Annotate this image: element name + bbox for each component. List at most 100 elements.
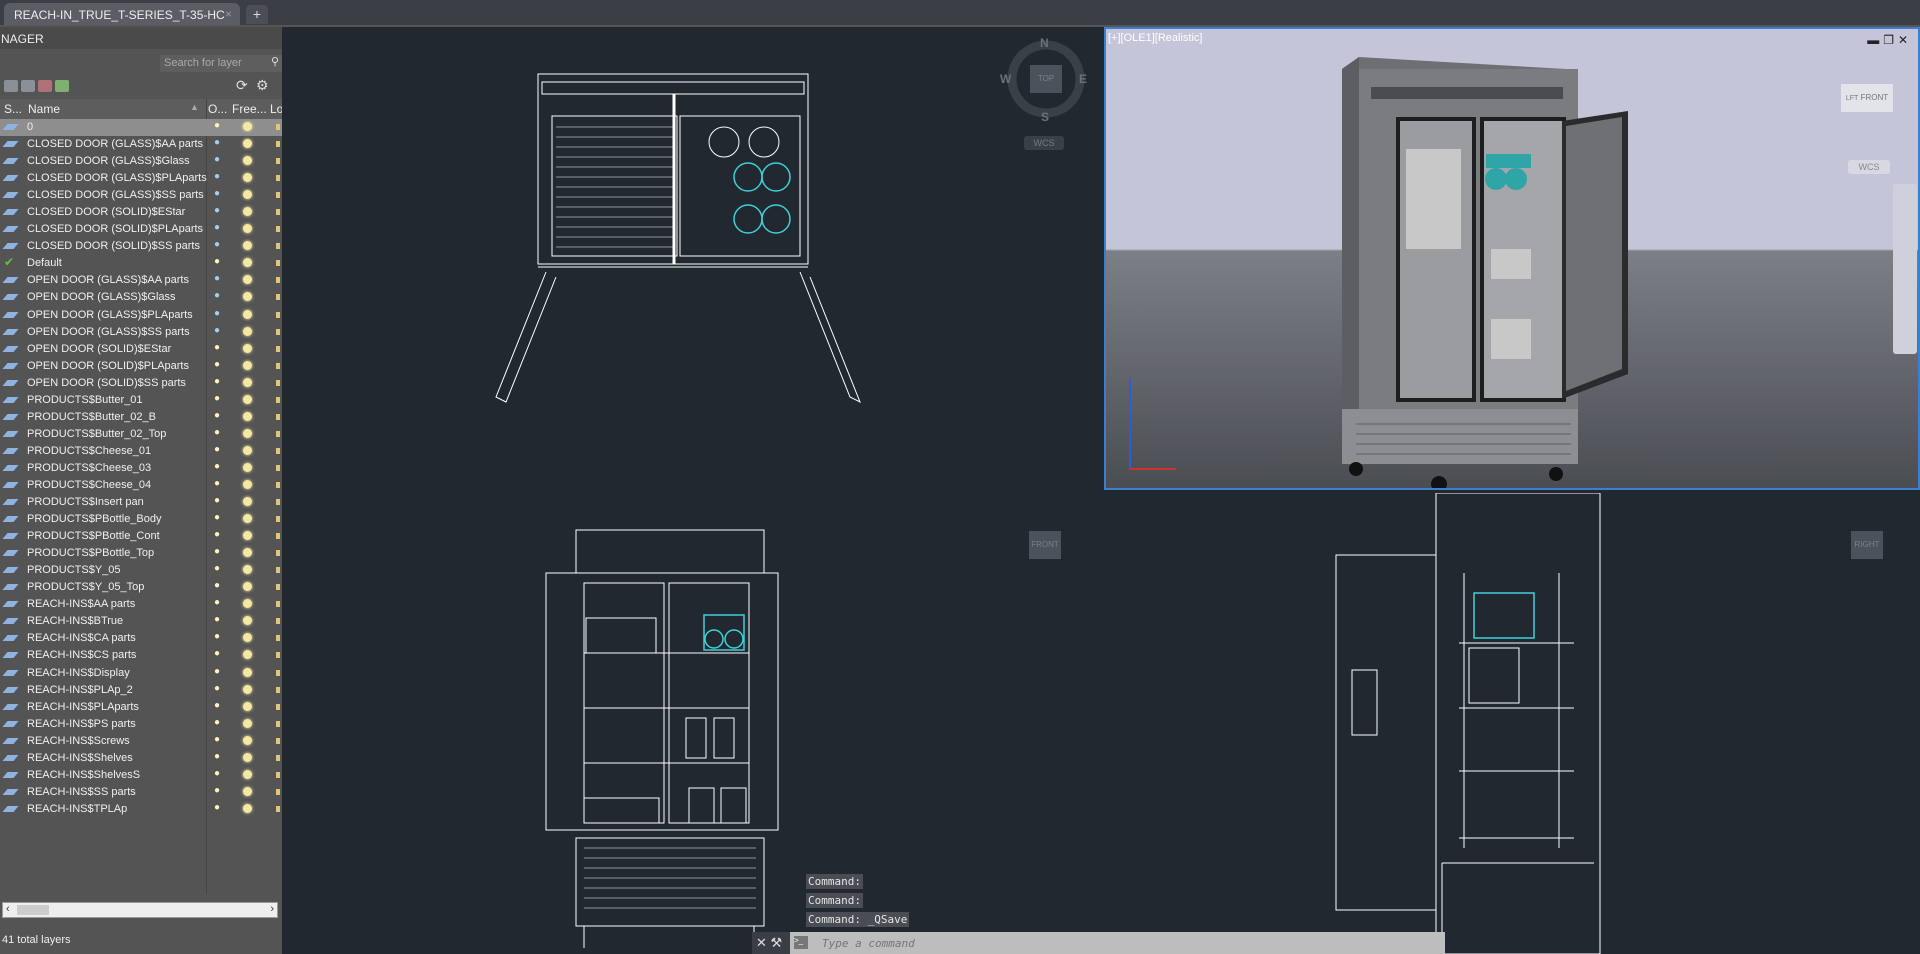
lock-icon[interactable]: [276, 226, 280, 233]
lock-icon[interactable]: [276, 430, 280, 437]
lock-icon[interactable]: [276, 209, 280, 216]
lightbulb-icon[interactable]: ●: [214, 512, 221, 524]
lock-icon[interactable]: [276, 124, 280, 130]
layer-row[interactable]: OPEN DOOR (GLASS)$SS parts●: [0, 324, 282, 341]
layer-row[interactable]: OPEN DOOR (SOLID)$PLAparts●: [0, 358, 282, 375]
freeze-sun-icon[interactable]: [243, 650, 252, 660]
freeze-sun-icon[interactable]: [243, 292, 252, 302]
layer-row[interactable]: PRODUCTS$Cheese_04●: [0, 477, 282, 494]
lock-icon[interactable]: [276, 533, 280, 540]
freeze-sun-icon[interactable]: [243, 701, 252, 711]
lightbulb-icon[interactable]: ●: [214, 171, 221, 183]
lightbulb-icon[interactable]: ●: [214, 290, 221, 302]
compass-s[interactable]: S: [1041, 110, 1050, 124]
lock-icon[interactable]: [276, 464, 280, 471]
layer-row[interactable]: OPEN DOOR (GLASS)$PLAparts●: [0, 307, 282, 324]
compass-w[interactable]: W: [1000, 72, 1012, 86]
lightbulb-icon[interactable]: ●: [214, 358, 221, 370]
layer-row[interactable]: PRODUCTS$Y_05●: [0, 562, 282, 579]
scroll-left-icon[interactable]: ‹: [6, 903, 10, 915]
lock-icon[interactable]: [276, 686, 280, 693]
ucs-menu[interactable]: WCS: [1848, 160, 1890, 174]
freeze-sun-icon[interactable]: [243, 616, 252, 626]
viewcube-front[interactable]: FRONT: [1029, 531, 1061, 559]
viewcube-top[interactable]: TOP: [1030, 65, 1062, 93]
lock-icon[interactable]: [276, 294, 280, 301]
lightbulb-icon[interactable]: ●: [214, 631, 221, 643]
lightbulb-icon[interactable]: ●: [214, 648, 221, 660]
navigation-bar[interactable]: [1893, 184, 1917, 354]
delete-layer-icon[interactable]: [38, 79, 52, 92]
lightbulb-icon[interactable]: ●: [214, 137, 221, 149]
lock-icon[interactable]: [276, 141, 280, 148]
layer-search-input[interactable]: Search for layer⚲: [160, 55, 282, 72]
lock-icon[interactable]: [276, 754, 280, 761]
layer-row[interactable]: PRODUCTS$Insert pan●: [0, 494, 282, 511]
layer-row[interactable]: ✔Default●: [0, 255, 282, 272]
layer-row[interactable]: PRODUCTS$Cheese_01●: [0, 443, 282, 460]
layer-row[interactable]: PRODUCTS$Butter_02_Top●: [0, 426, 282, 443]
layer-row[interactable]: REACH-INS$PLAp_2●: [0, 682, 282, 699]
lightbulb-icon[interactable]: ●: [214, 375, 221, 387]
lightbulb-icon[interactable]: ●: [214, 341, 221, 353]
lock-icon[interactable]: [276, 243, 280, 250]
viewcube-right[interactable]: RIGHT: [1851, 531, 1883, 559]
freeze-sun-icon[interactable]: [243, 497, 252, 507]
lock-icon[interactable]: [276, 618, 280, 625]
freeze-sun-icon[interactable]: [243, 599, 252, 609]
viewport-window-controls[interactable]: ▬❐✕: [1867, 33, 1912, 47]
lock-icon[interactable]: [276, 669, 280, 676]
lightbulb-icon[interactable]: ●: [214, 460, 221, 472]
lock-icon[interactable]: [276, 413, 280, 420]
lightbulb-icon[interactable]: ●: [214, 699, 221, 711]
layer-row[interactable]: REACH-INS$CA parts●: [0, 630, 282, 647]
layer-row[interactable]: CLOSED DOOR (GLASS)$PLAparts●: [0, 170, 282, 187]
viewcube-front[interactable]: LFT FRONT: [1841, 84, 1893, 112]
layer-row[interactable]: REACH-INS$ShelvesS●: [0, 767, 282, 784]
tab-document[interactable]: REACH-IN_TRUE_T-SERIES_T-35-HC×: [4, 3, 240, 25]
gear-icon[interactable]: ⚙: [256, 77, 269, 93]
lightbulb-icon[interactable]: ●: [214, 256, 221, 268]
lightbulb-icon[interactable]: ●: [214, 580, 221, 592]
layer-row[interactable]: REACH-INS$PLAparts●: [0, 699, 282, 716]
freeze-sun-icon[interactable]: [243, 173, 252, 183]
col-on[interactable]: O...: [208, 102, 228, 116]
lightbulb-icon[interactable]: ●: [214, 733, 221, 745]
layer-row[interactable]: CLOSED DOOR (GLASS)$Glass●: [0, 153, 282, 170]
lightbulb-icon[interactable]: ●: [214, 443, 221, 455]
freeze-sun-icon[interactable]: [243, 241, 252, 251]
lightbulb-icon[interactable]: ●: [214, 716, 221, 728]
lock-icon[interactable]: [276, 447, 280, 454]
lock-icon[interactable]: [276, 601, 280, 608]
freeze-sun-icon[interactable]: [243, 224, 252, 234]
lightbulb-icon[interactable]: ●: [214, 750, 221, 762]
lightbulb-icon[interactable]: ●: [214, 784, 221, 796]
lightbulb-icon[interactable]: ●: [214, 222, 221, 234]
lock-icon[interactable]: [276, 635, 280, 642]
freeze-sun-icon[interactable]: [243, 479, 252, 489]
freeze-sun-icon[interactable]: [243, 803, 252, 813]
freeze-sun-icon[interactable]: [243, 445, 252, 455]
col-freeze[interactable]: Free...: [232, 102, 267, 116]
lightbulb-icon[interactable]: ●: [214, 546, 221, 558]
lightbulb-icon[interactable]: ●: [214, 529, 221, 541]
freeze-sun-icon[interactable]: [243, 565, 252, 575]
lightbulb-icon[interactable]: ●: [214, 205, 221, 217]
lock-icon[interactable]: [276, 175, 280, 182]
layer-row[interactable]: CLOSED DOOR (GLASS)$SS parts●: [0, 187, 282, 204]
lock-icon[interactable]: [276, 481, 280, 488]
lock-icon[interactable]: [276, 584, 280, 591]
freeze-sun-icon[interactable]: [243, 752, 252, 762]
freeze-sun-icon[interactable]: [243, 207, 252, 217]
lightbulb-icon[interactable]: ●: [214, 614, 221, 626]
lock-icon[interactable]: [276, 192, 280, 199]
lightbulb-icon[interactable]: ●: [214, 307, 221, 319]
compass-e[interactable]: E: [1079, 72, 1088, 86]
col-status[interactable]: S...: [4, 102, 23, 116]
freeze-sun-icon[interactable]: [243, 394, 252, 404]
freeze-sun-icon[interactable]: [243, 360, 252, 370]
lock-icon[interactable]: [276, 277, 280, 284]
freeze-sun-icon[interactable]: [243, 735, 252, 745]
layer-row[interactable]: REACH-INS$Display●: [0, 665, 282, 682]
layer-row[interactable]: REACH-INS$SS parts●: [0, 784, 282, 801]
